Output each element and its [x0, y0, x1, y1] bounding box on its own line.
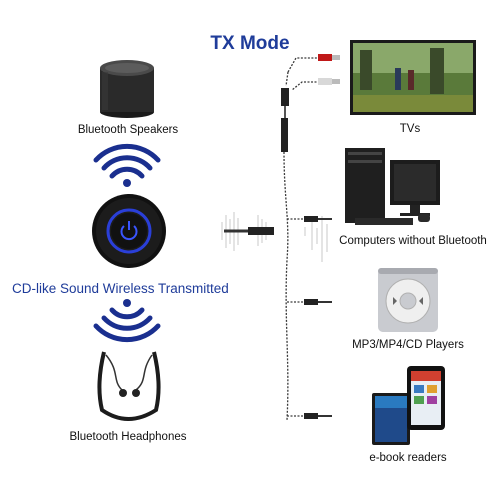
diagram-title: TX Mode [210, 33, 290, 54]
mp3-player-icon [378, 268, 438, 332]
bluetooth-headphones-icon [97, 351, 161, 421]
side-plug-mp3-icon [304, 299, 332, 305]
bluetooth-headphones-label: Bluetooth Headphones [69, 431, 187, 443]
wifi-waves-up-icon [93, 143, 161, 187]
ebook-reader-icon [372, 366, 445, 445]
tv-label: TVs [399, 123, 421, 135]
ebook-reader-label: e-book readers [369, 452, 447, 464]
transmitter-device-icon [92, 194, 166, 268]
rca-connector-icon [318, 54, 340, 85]
transmit-label: CD-like Sound Wireless Transmitted [12, 281, 229, 296]
side-plug-ebook-icon [304, 413, 332, 419]
computer-label: Computers without Bluetooth [339, 235, 487, 247]
audio-cable [283, 57, 320, 421]
wifi-waves-down-icon [93, 299, 161, 343]
bluetooth-speakers-label: Bluetooth Speakers [77, 124, 179, 136]
cable-plug-icon [281, 88, 289, 152]
tv-icon [350, 40, 476, 115]
bluetooth-speaker-icon [100, 60, 154, 118]
audio-plug-icon [224, 227, 274, 235]
mp3-player-label: MP3/MP4/CD Players [352, 339, 464, 351]
side-plug-computer-icon [304, 216, 332, 222]
computer-icon [345, 148, 440, 225]
